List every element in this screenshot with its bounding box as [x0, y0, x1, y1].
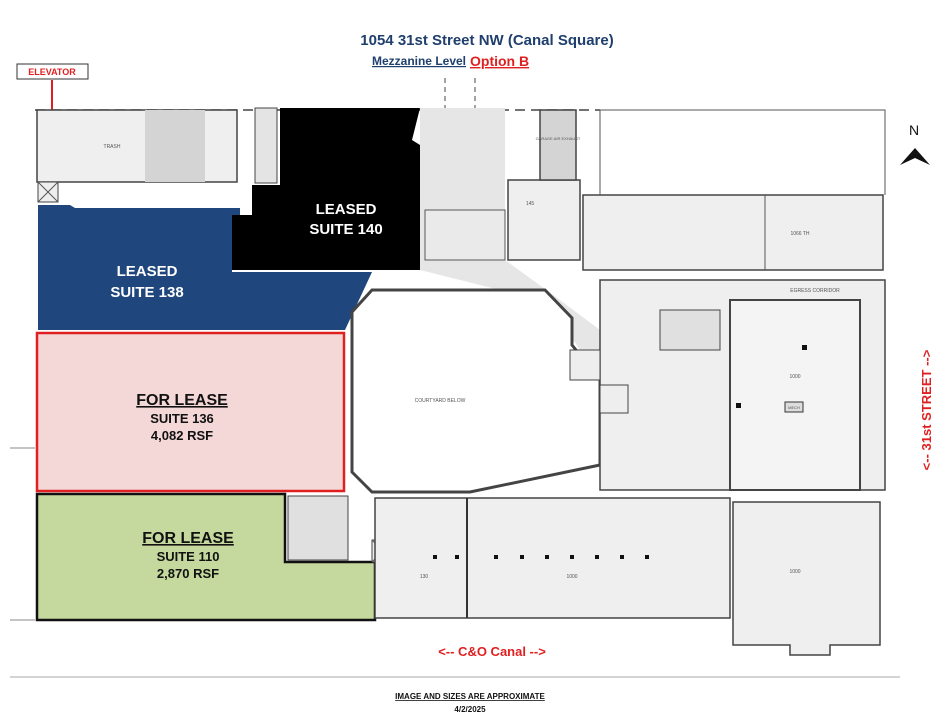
suite-110-name: SUITE 110	[157, 549, 220, 564]
room-1000-southeast	[732, 501, 881, 656]
suite-140-area	[232, 108, 420, 270]
room-145	[507, 179, 581, 261]
suite-136-area	[35, 331, 346, 493]
room-145-label: 145	[526, 201, 535, 207]
north-arrow-icon	[900, 148, 930, 165]
suite-136-status: FOR LEASE	[136, 392, 228, 409]
stair	[254, 107, 278, 184]
level-label: Mezzanine Level	[372, 54, 466, 68]
mech-label: MECH	[788, 405, 800, 410]
columns	[433, 345, 807, 559]
south-wing	[374, 497, 731, 619]
main-stair	[424, 209, 506, 261]
footer-note: IMAGE AND SIZES ARE APPROXIMATE	[395, 692, 545, 701]
suite-110-status: FOR LEASE	[142, 530, 234, 547]
canal-label: <-- C&O Canal -->	[438, 644, 546, 659]
footer-date: 4/2/2025	[454, 705, 486, 714]
suite-110-size: 2,870 RSF	[157, 566, 219, 581]
garage-exhaust-label: GARAGE AIR EXHAUST	[536, 136, 581, 141]
elevator-shaft-3	[569, 349, 601, 381]
north-label: N	[909, 122, 919, 138]
room-1066	[582, 194, 884, 271]
building-title: 1054 31st Street NW (Canal Square)	[360, 32, 613, 49]
room-1000-southeast-label: 1000	[789, 569, 800, 575]
courtyard-label: COURTYARD BELOW	[415, 398, 466, 404]
suite-140-name: SUITE 140	[309, 221, 382, 238]
room-1066-label: 1066 TH	[790, 231, 809, 237]
corridor	[420, 108, 640, 380]
east-stair	[659, 309, 721, 351]
room-1000-east-label: 1000	[789, 374, 800, 380]
room-130-label: 130	[420, 574, 429, 580]
suite-138-status: LEASED	[117, 263, 178, 280]
egress-corridor-label: EGRESS CORRIDOR	[790, 288, 840, 294]
courtyard	[350, 288, 602, 494]
restroom-stair-core	[287, 495, 349, 561]
elevator-shaft-4	[599, 384, 629, 414]
room-1000-south-label: 1000	[566, 574, 577, 580]
elevator-callout: ELEVATOR	[28, 67, 76, 77]
elevator-callout-box	[16, 63, 89, 80]
suite-140-status: LEASED	[316, 201, 377, 218]
option-label: Option B	[470, 53, 529, 69]
suite-136-size: 4,082 RSF	[151, 428, 213, 443]
suite-138-name: SUITE 138	[110, 284, 183, 301]
street-label: <-- 31st STREET -->	[919, 349, 934, 470]
room-1000-east	[729, 299, 861, 491]
trash-room	[36, 109, 238, 183]
garage-exhaust	[539, 109, 577, 181]
suite-136-name: SUITE 136	[150, 411, 214, 426]
trash-label: TRASH	[104, 144, 121, 150]
suite-138-area	[38, 205, 372, 330]
